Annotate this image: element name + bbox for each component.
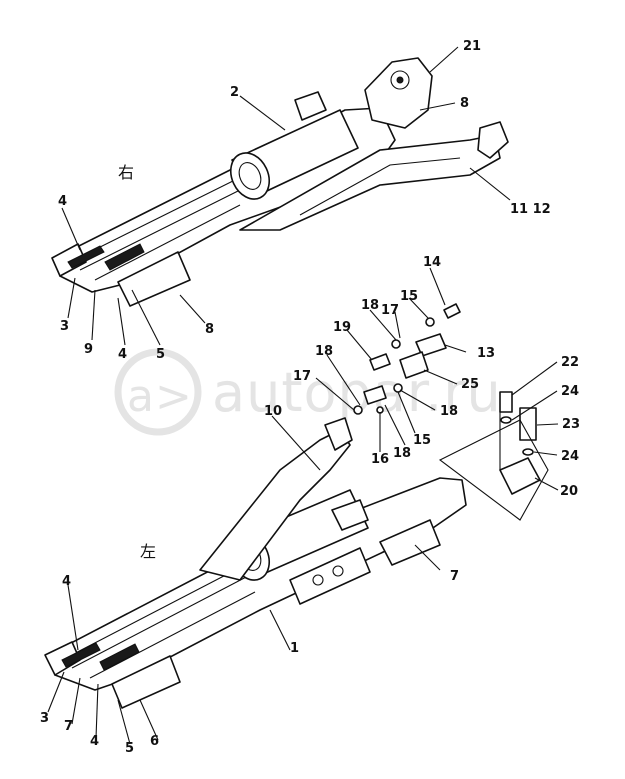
left-lower-box-7 [379,519,441,566]
left-saddle-block [331,499,369,531]
left-plate-hole-2 [332,565,344,577]
watermark: a> autopar.ru [114,348,501,436]
clip-13 [415,333,447,357]
callout-4-right-lower: 4 [118,347,127,362]
right-mount-hole [390,70,410,90]
piece-18 [363,385,387,405]
callout-14: 14 [423,255,441,270]
right-rear-bracket [477,121,509,159]
side-label-left: 左 [140,542,156,561]
callout-5-left: 5 [125,741,134,756]
callout-18-a: 18 [361,298,379,313]
callout-18-c: 18 [440,404,458,419]
callout-8-upper: 8 [460,96,469,111]
callout-7: 7 [450,569,459,584]
side-label-right: 右 [118,163,134,182]
ring-24-upper [500,416,512,424]
left-front-slot [61,642,101,668]
callout-15-lower: 15 [413,433,431,448]
right-front-slot-2 [104,243,145,271]
callout-15-upper: 15 [400,289,418,304]
right-saddle-block [294,91,327,121]
callout-11-12: 11 12 [510,202,551,217]
ring-24-lower [522,448,534,456]
right-cylinder-bore [238,162,262,190]
washer-15-upper [425,317,435,327]
callout-4-left: 4 [62,574,71,589]
callout-10: 10 [264,404,282,419]
right-cylinder-end [229,152,271,200]
callout-17-upper: 17 [381,303,399,318]
right-front-slot [67,245,105,269]
bracket-25 [399,351,429,379]
callout-2: 2 [230,85,239,100]
callout-24-upper: 24 [561,384,579,399]
callout-16: 16 [371,452,389,467]
left-diagonal-arm [199,429,351,581]
piece-19 [369,353,391,371]
left-lower-box [111,655,181,709]
callout-18-d: 18 [393,446,411,461]
right-diagonal-arm [239,134,501,231]
left-arm-bracket [324,417,353,451]
block-20 [499,457,541,495]
nut-17-upper [391,339,401,349]
right-arm-edge [299,157,461,216]
callout-1: 1 [290,641,299,656]
callout-17-lower: 17 [293,369,311,384]
callout-21: 21 [463,39,481,54]
callout-25: 25 [461,377,479,392]
callout-9: 9 [84,342,93,357]
right-mount-pin [396,76,404,84]
callout-24-lower: 24 [561,449,579,464]
callout-numbers: 1 2 3 3 4 4 4 4 5 5 6 7 7 8 8 9 10 11 12… [40,39,580,756]
callout-13: 13 [477,346,495,361]
nut-17-lower [353,405,363,415]
callout-6-left: 6 [150,734,159,749]
right-lower-box [117,251,191,307]
left-beam-rails [61,564,256,679]
callout-3-right: 3 [60,319,69,334]
callout-20: 20 [560,484,578,499]
right-front-end [51,243,87,277]
right-top-mount [364,57,433,129]
callout-3-left: 3 [40,711,49,726]
left-plate-hole-1 [312,574,324,586]
callout-18-b: 18 [315,344,333,359]
callout-7-left-front: 7 [64,719,73,734]
callout-22: 22 [561,355,579,370]
bolt-22 [499,391,513,413]
callout-23: 23 [562,417,580,432]
left-side-plate [289,547,371,605]
callout-8-lower: 8 [205,322,214,337]
left-front-slot-2 [99,643,140,671]
watermark-logo-icon [114,348,202,436]
callout-5-right: 5 [156,347,165,362]
left-track-frame [44,417,467,709]
callout-4-right: 4 [58,194,67,209]
bolt-14 [443,303,461,319]
leader-lines [47,46,559,745]
watermark-logo-glyph: a> [127,371,193,422]
right-track-frame [51,57,509,307]
callout-19: 19 [333,320,351,335]
callout-4-left-lower: 4 [90,734,99,749]
assembly-bracket-outline [438,419,549,521]
